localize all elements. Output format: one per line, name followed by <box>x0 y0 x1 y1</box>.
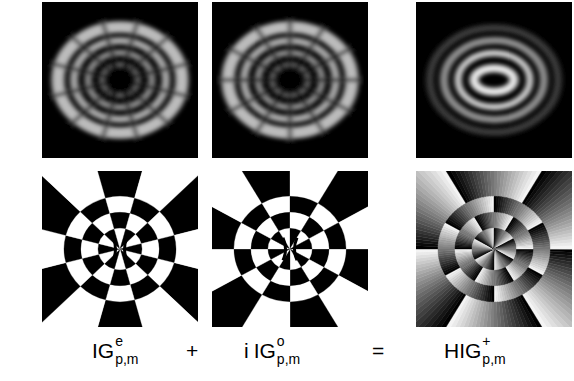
phase-wedge <box>472 249 494 253</box>
nodal-line <box>212 30 280 74</box>
mode-parity: e <box>115 334 123 348</box>
nodal-line <box>302 78 368 81</box>
phase-wedge <box>473 249 494 254</box>
phase-curve <box>113 238 127 261</box>
phase-wedge <box>494 246 516 249</box>
intensity-rings <box>430 28 558 132</box>
beam-name: IG <box>92 340 114 361</box>
phase-wedge <box>494 249 501 269</box>
nodal-line <box>42 83 108 106</box>
intensity-even <box>42 2 198 158</box>
phase-wedge <box>494 248 516 250</box>
phase-wedge <box>230 171 290 249</box>
beam-shape <box>474 68 514 91</box>
beam-shape <box>430 28 558 132</box>
phase-wedge <box>494 244 515 249</box>
phase-wedge <box>456 249 494 289</box>
nodal-line <box>296 2 345 71</box>
phase-wedge <box>493 228 494 249</box>
nodal-line <box>123 90 148 158</box>
nodal-line <box>288 2 292 69</box>
mode-index: p,m <box>277 352 300 366</box>
nodal-line <box>235 89 284 158</box>
phase-wedge <box>494 249 499 269</box>
phase-curve <box>283 238 297 261</box>
intensity-rings <box>212 2 368 158</box>
phase-even <box>42 171 198 327</box>
phase-wedge <box>494 245 516 249</box>
nodal-line <box>42 54 108 77</box>
phase-rings <box>42 171 198 327</box>
phase-wedge <box>494 249 502 269</box>
phase-wedge <box>494 245 516 249</box>
intensity-helical <box>416 2 572 158</box>
nodal-line <box>300 85 368 129</box>
phase-wedge <box>472 249 494 252</box>
phase-wedge <box>494 249 537 285</box>
nodal-line <box>92 2 117 70</box>
phase-wedge <box>473 249 494 256</box>
phase-wedge <box>494 249 497 270</box>
phase-rings <box>212 171 368 327</box>
phase-wedge <box>212 249 290 305</box>
phase-wedge <box>494 243 515 249</box>
helicity-sign: + <box>482 334 490 348</box>
beam-shape <box>444 40 544 119</box>
imaginary-unit: i <box>244 340 249 361</box>
phase-wedge <box>490 228 494 249</box>
mode-index: p,m <box>115 352 138 366</box>
phase-wedge <box>494 209 532 249</box>
phase-wedge <box>494 249 500 269</box>
nodal-line <box>212 85 280 129</box>
plus-sign: + <box>186 340 198 361</box>
nodal-line <box>132 54 198 77</box>
nodal-line <box>235 2 284 71</box>
phase-rings <box>416 171 572 327</box>
intensity-odd <box>212 2 368 158</box>
phase-wedge <box>494 249 498 270</box>
equals-sign: = <box>372 340 384 361</box>
phase-wedge <box>472 249 494 253</box>
nodal-line <box>296 89 345 158</box>
nodal-line <box>300 30 368 74</box>
beam-name: HIG <box>444 340 481 361</box>
dark-ground <box>416 2 572 158</box>
phase-wedge <box>451 213 494 249</box>
phase-wedge <box>473 249 494 255</box>
phase-wedge <box>494 249 496 270</box>
beam-name: IG <box>254 340 276 361</box>
dark-ground <box>42 2 198 158</box>
nodal-line <box>112 64 128 96</box>
nodal-line <box>132 83 198 106</box>
mode-index: p,m <box>482 352 505 366</box>
phase-wedge <box>488 229 494 249</box>
phase-odd <box>212 171 368 327</box>
nodal-line <box>282 64 298 96</box>
phase-wedge <box>290 249 350 327</box>
intensity-rings <box>42 2 198 158</box>
beam-shape <box>458 53 530 107</box>
phase-wedge <box>494 249 495 270</box>
phase-wedge <box>492 228 494 249</box>
nodal-line <box>212 78 278 81</box>
nodal-line <box>288 91 292 158</box>
phase-wedge <box>494 247 516 249</box>
phase-wedge <box>472 249 494 251</box>
phase-wedge <box>494 242 515 249</box>
phase-wedge <box>489 229 494 249</box>
phase-wedge <box>486 229 494 249</box>
phase-wedge <box>487 229 494 249</box>
mode-parity: o <box>277 334 285 348</box>
phase-wedge <box>290 193 368 249</box>
phase-wedge <box>491 228 494 249</box>
phase-helical <box>416 171 572 327</box>
